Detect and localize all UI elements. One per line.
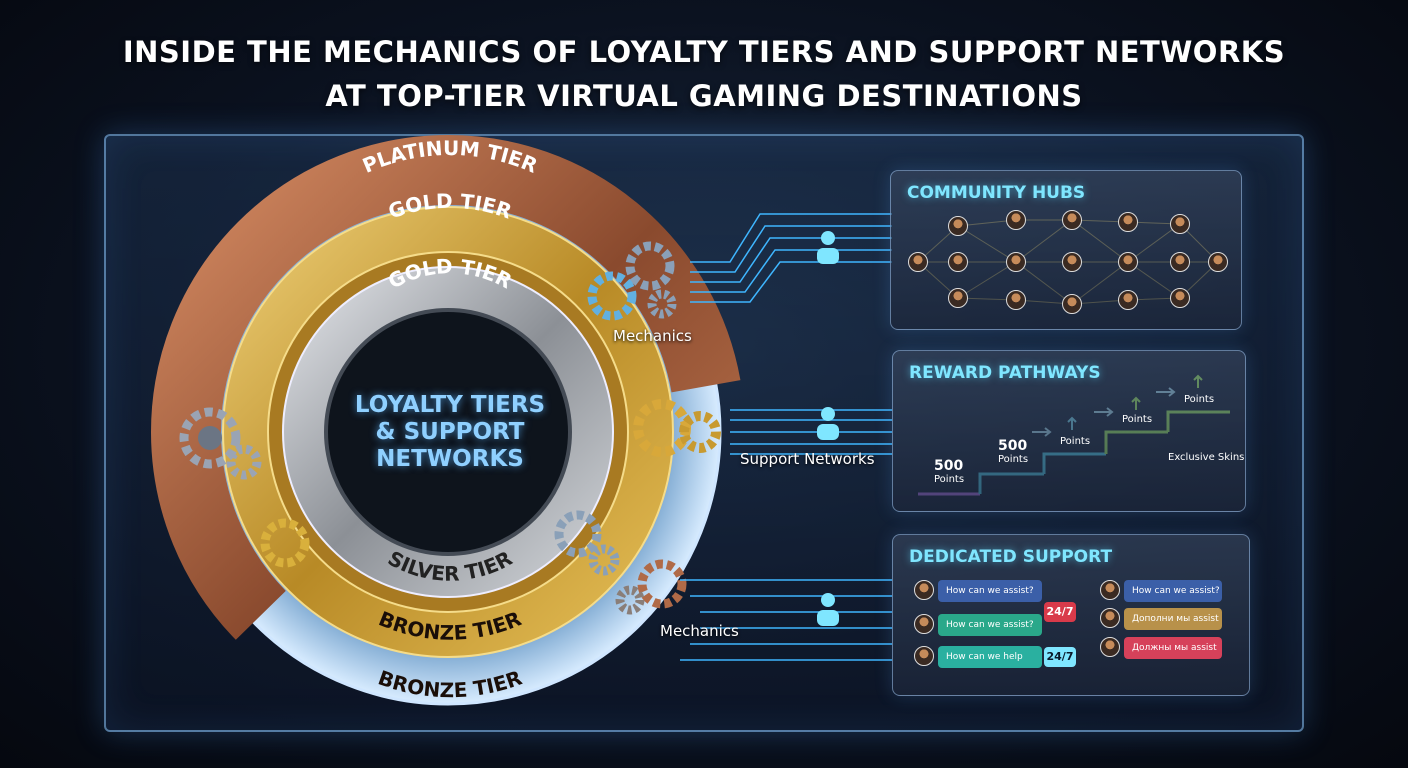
center-label: LOYALTY TIERS & SUPPORT NETWORKS	[325, 392, 575, 473]
avatar	[1006, 210, 1026, 230]
gear-icon-cluster-middle	[633, 399, 721, 457]
dedicated-support-title: DEDICATED SUPPORT	[909, 547, 1113, 567]
connector-label-bottom: Mechanics	[660, 622, 739, 640]
user-node-icon-middle	[817, 407, 839, 440]
gear-icon-cluster-top	[587, 241, 677, 321]
chat-bubble: How can we assist?	[938, 614, 1042, 636]
connector-lines-middle	[730, 409, 892, 455]
connector-lines-bottom	[680, 579, 892, 661]
connector-label-top: Mechanics	[613, 327, 692, 345]
avatar	[1062, 294, 1082, 314]
page-title: INSIDE THE MECHANICS OF LOYALTY TIERS AN…	[0, 30, 1408, 118]
avatar	[1170, 214, 1190, 234]
badge-24-7: 24/7	[1044, 602, 1076, 622]
avatar	[1006, 252, 1026, 272]
avatar	[1100, 637, 1120, 657]
avatar	[1062, 210, 1082, 230]
avatar	[1100, 608, 1120, 628]
center-line-3: NETWORKS	[376, 446, 524, 472]
title-line-2: AT TOP-TIER VIRTUAL GAMING DESTINATIONS	[325, 79, 1083, 113]
chat-bubble: How can we help	[938, 646, 1042, 668]
chat-bubble: Должны мы assist	[1124, 637, 1222, 659]
avatar	[948, 216, 968, 236]
user-node-icon-bottom	[817, 593, 839, 626]
reward-pathways-title: REWARD PATHWAYS	[909, 363, 1101, 383]
ring-center	[324, 308, 572, 556]
avatar	[1118, 252, 1138, 272]
gear-icon-cluster-bottom	[615, 559, 687, 615]
gear-icon-cluster-left	[179, 407, 262, 480]
avatar	[1006, 290, 1026, 310]
exclusive-skins-label: Exclusive Skins	[1168, 452, 1245, 463]
title-line-1: INSIDE THE MECHANICS OF LOYALTY TIERS AN…	[122, 35, 1286, 69]
gear-icon-cluster-lower-right	[554, 510, 620, 576]
chat-bubble: How can we assist?	[1124, 580, 1222, 602]
step4-unit: Points	[1122, 414, 1153, 425]
avatar	[908, 252, 928, 272]
avatar	[914, 580, 934, 600]
user-node-icon-top	[817, 231, 839, 264]
avatar	[914, 614, 934, 634]
avatar	[948, 288, 968, 308]
avatar	[1208, 252, 1228, 272]
connector-lines-top	[690, 213, 892, 303]
badge-24-7: 24/7	[1044, 647, 1076, 667]
step2-value: 500	[998, 438, 1028, 454]
avatar	[1118, 212, 1138, 232]
center-line-1: LOYALTY TIERS	[354, 392, 546, 418]
step5-unit: Points	[1184, 394, 1215, 405]
avatar	[1118, 290, 1138, 310]
avatar	[1170, 288, 1190, 308]
community-hubs-title: COMMUNITY HUBS	[907, 183, 1086, 203]
chat-bubble: How can we assist?	[938, 580, 1042, 602]
reward-pathways-card: REWARD PATHWAYS	[892, 350, 1246, 512]
step1-value: 500	[934, 458, 964, 474]
step2-unit: Points	[998, 454, 1029, 465]
avatar	[1170, 252, 1190, 272]
step1-unit: Points	[934, 474, 965, 485]
bronze-band	[151, 135, 745, 729]
chat-bubble: Дополни мы assist	[1124, 608, 1222, 630]
connector-label-middle: Support Networks	[740, 450, 875, 468]
avatar	[914, 646, 934, 666]
center-line-2: & SUPPORT	[375, 419, 525, 445]
gear-icon-cluster-lower-left	[260, 518, 310, 568]
avatar	[1062, 252, 1082, 272]
avatar	[948, 252, 968, 272]
avatar	[1100, 580, 1120, 600]
step3-unit: Points	[1060, 436, 1091, 447]
